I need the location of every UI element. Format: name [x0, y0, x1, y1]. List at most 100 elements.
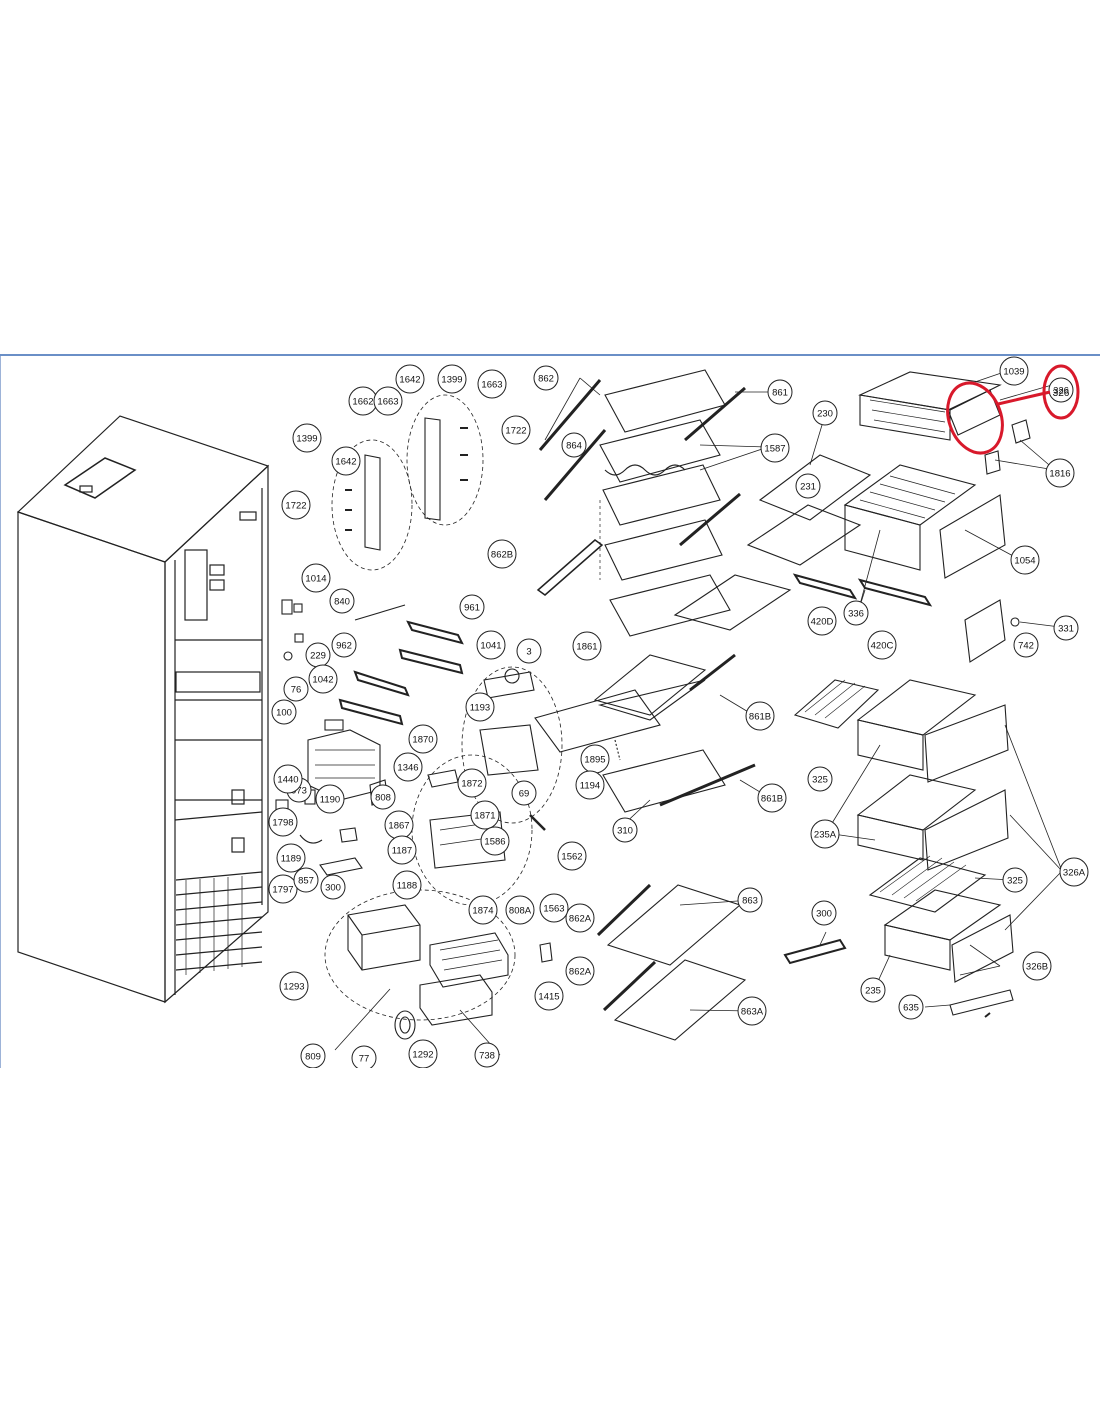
callout-862B: 862B	[487, 539, 517, 569]
callout-circle	[565, 956, 595, 986]
callout-circle	[373, 386, 403, 416]
callout-336: 336	[843, 600, 869, 626]
callout-circle	[1045, 458, 1075, 488]
callout-circle	[745, 701, 775, 731]
callout-circle	[807, 606, 837, 636]
callout-label: 76	[291, 685, 302, 696]
callout-326: 326	[1048, 377, 1074, 403]
callout-label: 326	[1053, 386, 1069, 397]
callout-1292: 1292	[408, 1039, 438, 1068]
callout-circle	[843, 600, 869, 626]
callout-1188: 1188	[392, 870, 422, 900]
callout-863A: 863A	[737, 996, 767, 1026]
callout-label: 808A	[509, 906, 532, 917]
callout-circle	[516, 638, 542, 664]
callout-circle	[370, 784, 396, 810]
callout-1662: 1662	[348, 386, 378, 416]
callout-circle	[1053, 615, 1079, 641]
callout-label: 69	[519, 789, 530, 800]
callout-circle	[539, 893, 569, 923]
callout-229: 229	[305, 642, 331, 668]
door-trims	[331, 394, 484, 571]
callout-circle	[268, 874, 298, 904]
callout-label: 1861	[576, 642, 597, 653]
callout-circle	[476, 630, 506, 660]
callout-circle	[810, 819, 840, 849]
callout-325: 325	[1002, 867, 1028, 893]
callout-77: 77	[351, 1045, 377, 1068]
callout-circle	[999, 356, 1029, 386]
callout-label: 862A	[569, 914, 592, 925]
callout-label: 973	[291, 786, 307, 797]
callout-235A: 235A	[810, 819, 840, 849]
callout-310: 310	[612, 817, 638, 843]
callout-230: 230	[812, 400, 838, 426]
callout-circle	[575, 770, 605, 800]
callout-circle	[271, 699, 297, 725]
callout-808A: 808A	[505, 895, 535, 925]
callout-label: 1872	[461, 779, 482, 790]
callout-1187: 1187	[387, 835, 417, 865]
page-top-rule	[0, 354, 1100, 356]
callout-862A: 862A	[565, 903, 595, 933]
callout-circle	[470, 800, 500, 830]
callout-label: 331	[1058, 624, 1074, 635]
callout-label: 325	[1007, 876, 1023, 887]
callout-circle	[760, 433, 790, 463]
callout-1293: 1293	[279, 971, 309, 1001]
callout-420C: 420C	[867, 630, 897, 660]
callout-label: 1054	[1014, 556, 1035, 567]
callout-label: 235	[865, 986, 881, 997]
callout-label: 1194	[580, 781, 600, 792]
page-left-rule	[0, 356, 1, 1068]
callout-label: 300	[816, 909, 832, 920]
callout-69: 69	[511, 780, 537, 806]
callout-label: 420C	[871, 641, 894, 652]
callout-circle	[477, 369, 507, 399]
callout-circle	[487, 539, 517, 569]
callout-circle	[1010, 545, 1040, 575]
callout-label: 1399	[441, 375, 462, 386]
glass-shelves	[529, 369, 933, 1041]
callout-1563: 1563	[539, 893, 569, 923]
callout-label: 1188	[397, 881, 417, 892]
callout-325: 325	[807, 766, 833, 792]
callout-label: 1190	[320, 795, 340, 806]
callout-1399: 1399	[292, 423, 322, 453]
callout-label: 961	[464, 603, 480, 614]
callout-862: 862	[533, 365, 559, 391]
callout-circle	[459, 594, 485, 620]
callout-1190: 1190	[315, 784, 345, 814]
callout-861B: 861B	[745, 701, 775, 731]
callout-circle	[1002, 867, 1028, 893]
callout-label: 420D	[811, 617, 834, 628]
callout-circle	[767, 379, 793, 405]
callout-label: 1415	[538, 992, 559, 1003]
callout-label: 1562	[561, 852, 582, 863]
callout-label: 1189	[281, 854, 301, 865]
callout-circle	[757, 783, 787, 813]
callout-label: 861	[772, 388, 788, 399]
callout-label: 1346	[397, 763, 418, 774]
callout-1399: 1399	[437, 364, 467, 394]
callout-label: 336	[848, 609, 864, 620]
callout-1797: 1797	[268, 874, 298, 904]
callout-1041: 1041	[476, 630, 506, 660]
callout-1440: 1440	[273, 764, 303, 794]
callout-circle	[301, 563, 331, 593]
callout-circle	[273, 764, 303, 794]
callout-962: 962	[331, 632, 357, 658]
callout-1722: 1722	[281, 490, 311, 520]
callout-circle	[329, 588, 355, 614]
callout-809: 809	[300, 1043, 326, 1068]
callout-label: 1563	[543, 904, 564, 915]
callout-label: 840	[334, 597, 350, 608]
callout-1861: 1861	[572, 631, 602, 661]
callout-circle	[408, 724, 438, 754]
callout-circle	[505, 895, 535, 925]
callout-label: 1440	[277, 775, 298, 786]
callout-1014: 1014	[301, 563, 331, 593]
callout-label: 325	[812, 775, 828, 786]
